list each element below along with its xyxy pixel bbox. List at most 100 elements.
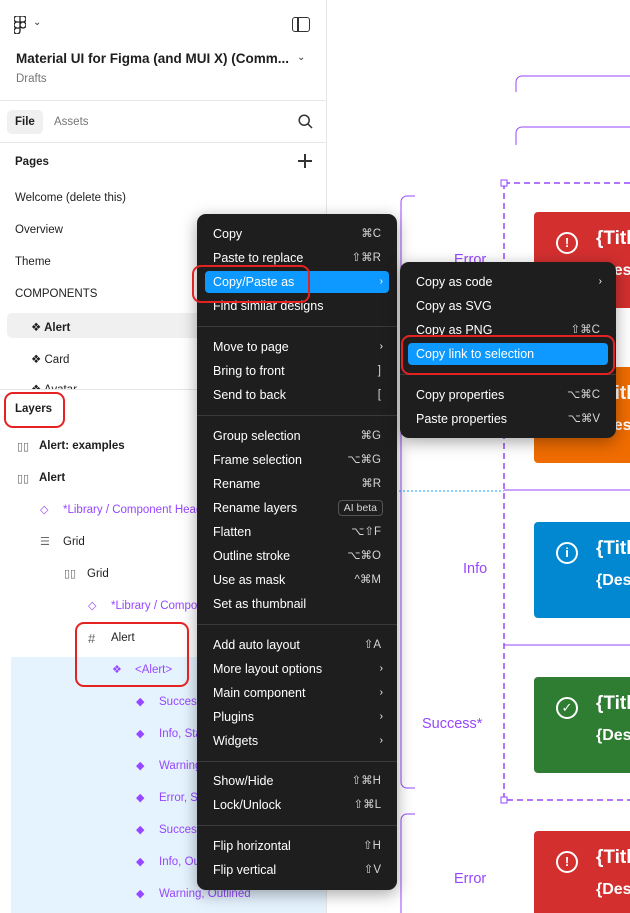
menu-item-copy-paste-as[interactable]: Copy/Paste as› <box>205 271 389 293</box>
toolbar: ⌄ <box>0 0 326 48</box>
menu-item-copy-as-svg[interactable]: Copy as SVG <box>416 299 492 313</box>
alert-info[interactable]: i {Title} {Description} <box>534 522 630 618</box>
menu-item-flatten[interactable]: Flatten⌥⇧F <box>213 525 381 539</box>
chevron-right-icon: › <box>598 276 602 287</box>
layer-item[interactable]: *Library / Component Header <box>63 504 213 516</box>
component-set-icon: ❖ <box>112 664 122 676</box>
menu-item-frame-selection[interactable]: Frame selection⌥⌘G <box>213 453 381 467</box>
chevron-down-icon[interactable]: ⌄ <box>33 17 42 28</box>
alert-description: {Description} <box>596 572 630 589</box>
copy-paste-as-submenu: Copy as code› Copy as SVG Copy as PNG⇧⌘C… <box>400 262 616 438</box>
group-label-info: Info <box>463 561 488 577</box>
menu-divider <box>197 761 397 762</box>
frame-icon: ▯▯ <box>64 568 77 580</box>
menu-item-set-as-thumbnail[interactable]: Set as thumbnail <box>213 597 307 611</box>
divider <box>0 142 326 143</box>
page-item[interactable]: Theme <box>15 256 51 268</box>
menu-item-use-as-mask[interactable]: Use as mask^⌘M <box>213 573 381 587</box>
page-active-highlight <box>7 313 207 338</box>
layer-item[interactable]: Alert <box>111 632 135 644</box>
tab-file[interactable]: File <box>7 110 43 134</box>
page-item[interactable]: COMPONENTS <box>15 288 98 300</box>
frame-icon: ▯▯ <box>17 441 30 453</box>
file-location: Drafts <box>16 73 47 85</box>
chevron-right-icon: › <box>379 663 383 674</box>
menu-item-find-similar[interactable]: Find similar designs <box>213 299 324 313</box>
menu-divider <box>197 415 397 416</box>
menu-item-outline-stroke[interactable]: Outline stroke⌥⌘O <box>213 549 381 563</box>
menu-divider <box>197 326 397 327</box>
layer-item[interactable]: <Alert> <box>135 664 173 676</box>
menu-item-copy-as-png[interactable]: Copy as PNG⇧⌘C <box>416 323 600 337</box>
page-item[interactable]: ❖ Card <box>31 354 70 366</box>
chevron-right-icon: › <box>379 735 383 746</box>
alert-error[interactable]: ! {Title} {Description} <box>534 831 630 913</box>
add-page-icon[interactable] <box>298 154 312 168</box>
chevron-down-icon[interactable]: ⌄ <box>297 52 306 63</box>
component-icon: ◆ <box>136 792 145 804</box>
menu-item-main-component[interactable]: Main component› <box>205 682 389 704</box>
menu-item-move-to-page[interactable]: Move to page› <box>205 336 389 358</box>
menu-item-flip-vertical[interactable]: Flip vertical⇧V <box>213 863 381 877</box>
menu-item-copy-link-to-selection[interactable]: Copy link to selection <box>408 343 608 365</box>
layer-item[interactable]: Grid <box>87 568 109 580</box>
menu-item-more-layout-options[interactable]: More layout options› <box>205 658 389 680</box>
menu-item-paste-to-replace[interactable]: Paste to replace⇧⌘R <box>213 251 381 265</box>
chevron-right-icon: › <box>379 276 383 287</box>
menu-item-copy[interactable]: Copy⌘C <box>213 227 381 241</box>
menu-item-group-selection[interactable]: Group selection⌘G <box>213 429 381 443</box>
menu-item-paste-properties[interactable]: Paste properties⌥⌘V <box>416 412 600 426</box>
menu-item-send-to-back[interactable]: Send to back[ <box>213 388 381 402</box>
check-icon: ✓ <box>556 697 578 719</box>
alert-title: {Title} <box>596 228 630 249</box>
tab-assets[interactable]: Assets <box>54 116 89 128</box>
menu-item-bring-to-front[interactable]: Bring to front] <box>213 364 381 378</box>
alert-success[interactable]: ✓ {Title} {Description} <box>534 677 630 773</box>
figma-logo-icon[interactable] <box>14 16 26 34</box>
component-icon: ◆ <box>136 856 145 868</box>
layer-item[interactable]: Alert: examples <box>39 440 125 452</box>
info-icon: i <box>556 542 578 564</box>
page-item[interactable]: ❖ Avatar <box>31 384 77 390</box>
instance-icon: ◇ <box>88 600 97 612</box>
alert-title: {Title} <box>596 847 630 868</box>
component-icon: ◆ <box>136 888 145 900</box>
error-icon: ! <box>556 232 578 254</box>
frame-icon: ▯▯ <box>17 473 30 485</box>
chevron-right-icon: › <box>379 711 383 722</box>
divider <box>0 389 326 390</box>
context-menu: Copy⌘C Paste to replace⇧⌘R Copy/Paste as… <box>197 214 397 890</box>
page-item-alert[interactable]: ❖ Alert <box>31 322 71 334</box>
search-icon[interactable] <box>298 114 313 129</box>
instance-icon: ◇ <box>40 504 49 516</box>
menu-item-widgets[interactable]: Widgets› <box>205 730 389 752</box>
group-label-error: Error <box>454 871 487 887</box>
alert-title: {Title} <box>596 693 630 714</box>
menu-divider <box>197 825 397 826</box>
layer-item[interactable]: Alert <box>39 472 66 484</box>
menu-item-copy-as-code[interactable]: Copy as code› <box>408 271 608 293</box>
page-item[interactable]: Overview <box>15 224 63 236</box>
page-item[interactable]: Welcome (delete this) <box>15 192 126 204</box>
menu-divider <box>197 624 397 625</box>
menu-item-lock-unlock[interactable]: Lock/Unlock⇧⌘L <box>213 798 381 812</box>
auto-layout-icon: ☰ <box>40 536 50 548</box>
menu-item-add-auto-layout[interactable]: Add auto layout⇧A <box>213 638 381 652</box>
menu-item-plugins[interactable]: Plugins› <box>205 706 389 728</box>
ai-beta-badge: AI beta <box>337 500 383 516</box>
pages-title: Pages <box>15 156 49 168</box>
menu-item-rename[interactable]: Rename⌘R <box>213 477 381 491</box>
chevron-right-icon: › <box>379 687 383 698</box>
component-icon: ◆ <box>136 824 145 836</box>
menu-item-show-hide[interactable]: Show/Hide⇧⌘H <box>213 774 381 788</box>
group-label-success: Success* <box>422 716 483 732</box>
panel-toggle-icon[interactable] <box>292 17 310 32</box>
menu-item-flip-horizontal[interactable]: Flip horizontal⇧H <box>213 839 381 853</box>
component-icon: ◆ <box>136 696 145 708</box>
file-title[interactable]: Material UI for Figma (and MUI X) (Comm.… <box>16 51 290 66</box>
menu-item-copy-properties[interactable]: Copy properties⌥⌘C <box>416 388 600 402</box>
component-icon: ◆ <box>136 760 145 772</box>
layer-item[interactable]: Grid <box>63 536 85 548</box>
layer-item[interactable]: Warning, Outlined <box>159 888 251 900</box>
